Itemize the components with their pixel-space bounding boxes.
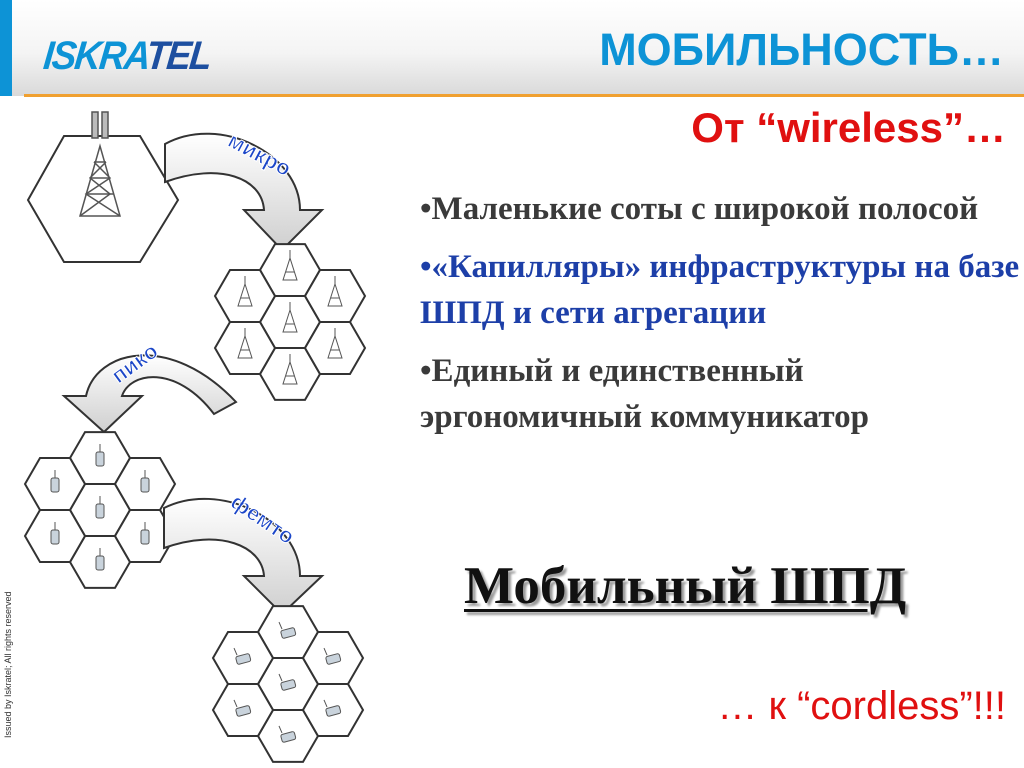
micro-cell	[303, 321, 367, 375]
micro-arrow: микро	[164, 127, 325, 252]
bullet-item-capillaries: •«Капилляры» инфраструктуры на базе ШПД …	[420, 249, 1020, 331]
micro-cell	[213, 321, 277, 375]
femto-arrow: фемто	[163, 488, 325, 616]
macro-tower-icon	[79, 111, 121, 217]
femto-router-icon	[278, 673, 297, 691]
cell-evolution-diagram: микро пико фемто	[23, 111, 367, 763]
micro-tower-icon	[282, 302, 298, 333]
headline: Мобильный ШПД	[464, 557, 907, 615]
header-bar	[0, 0, 1024, 96]
bullet-item-communicator: •Единый и единственный эргономичный комм…	[420, 353, 870, 435]
pico-cell-cluster	[23, 431, 177, 589]
femto-router-icon	[323, 647, 342, 665]
micro-tower-icon	[327, 276, 343, 307]
pico-arrow: пико	[61, 338, 238, 434]
footer-line: … к “cordless”!!!	[717, 684, 1006, 728]
pico-cylinder-icon	[50, 470, 60, 493]
header-divider	[24, 94, 1024, 97]
micro-tower-icon	[237, 276, 253, 307]
femto-router-icon	[233, 647, 252, 665]
left-accent-bar	[0, 0, 12, 96]
pico-cylinder-icon	[95, 496, 105, 519]
micro-tower-icon	[237, 327, 253, 359]
femto-cell-cluster	[211, 605, 365, 763]
femto-router-icon	[278, 725, 297, 743]
logo-part-2: TEL	[143, 34, 213, 78]
subtitle: От “wireless”…	[691, 104, 1006, 151]
micro-tower-icon	[282, 250, 298, 281]
bullet-item-small-cells: •Маленькие соты с широкой полосой	[420, 191, 979, 227]
pico-cylinder-icon	[50, 521, 60, 545]
pico-cylinder-icon	[140, 521, 150, 545]
iskratel-logo: ISKRATEL	[41, 34, 212, 79]
pico-cylinder-icon	[95, 444, 105, 467]
bullet-list: •Маленькие соты с широкой полосой •«Капи…	[420, 186, 1020, 452]
femto-router-icon	[233, 699, 252, 717]
logo-part-1: ISKRA	[41, 34, 149, 78]
pico-cylinder-icon	[95, 547, 105, 571]
micro-tower-icon	[282, 353, 298, 385]
femto-router-icon	[323, 699, 342, 717]
page-title: МОБИЛЬНОСТЬ…	[599, 24, 1004, 75]
micro-cell-cluster	[213, 243, 367, 401]
pico-cylinder-icon	[140, 470, 150, 493]
macro-cell	[26, 111, 180, 263]
micro-tower-icon	[327, 327, 343, 359]
femto-router-icon	[278, 621, 297, 639]
